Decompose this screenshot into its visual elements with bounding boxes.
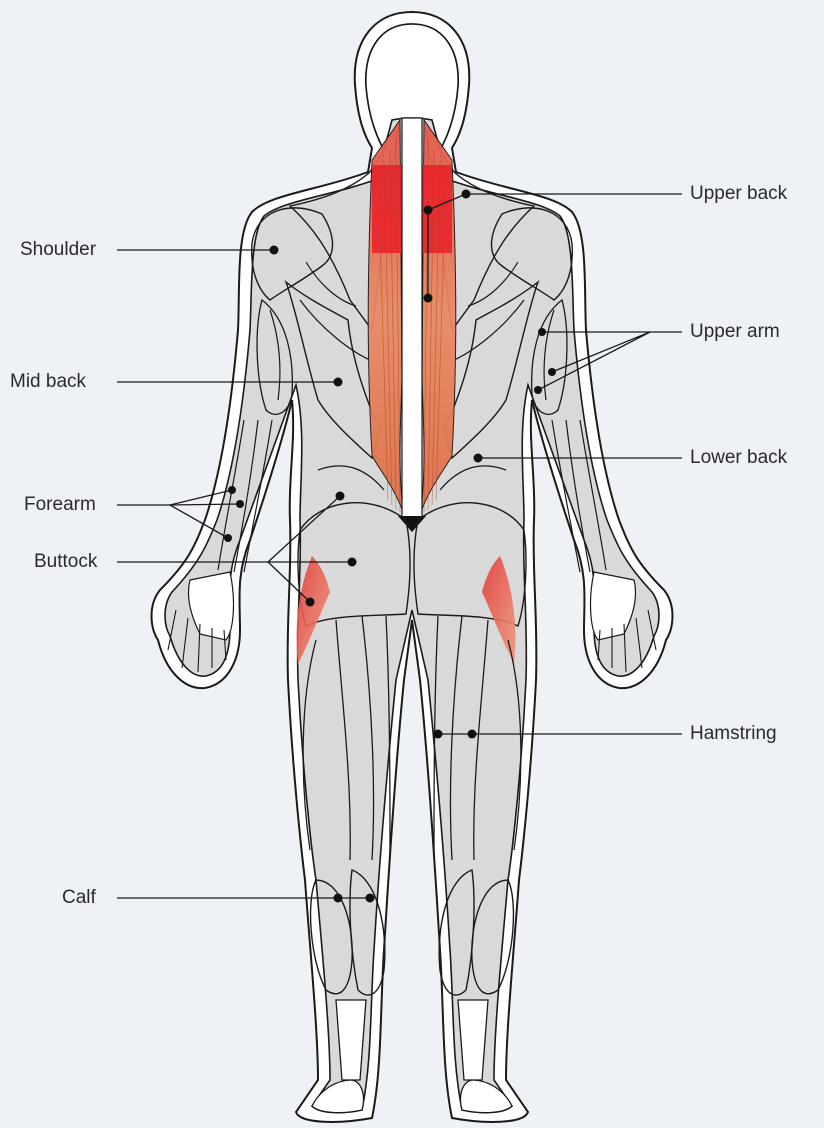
label-mid-back: Mid back: [10, 372, 86, 391]
label-hamstring: Hamstring: [690, 724, 777, 743]
erector-spinae: [368, 118, 456, 532]
label-buttock: Buttock: [34, 552, 97, 571]
label-shoulder: Shoulder: [20, 240, 96, 259]
label-calf: Calf: [62, 888, 96, 907]
label-forearm: Forearm: [24, 495, 96, 514]
label-upper-back: Upper back: [690, 184, 787, 203]
label-upper-arm: Upper arm: [690, 322, 780, 341]
label-lower-back: Lower back: [690, 448, 787, 467]
